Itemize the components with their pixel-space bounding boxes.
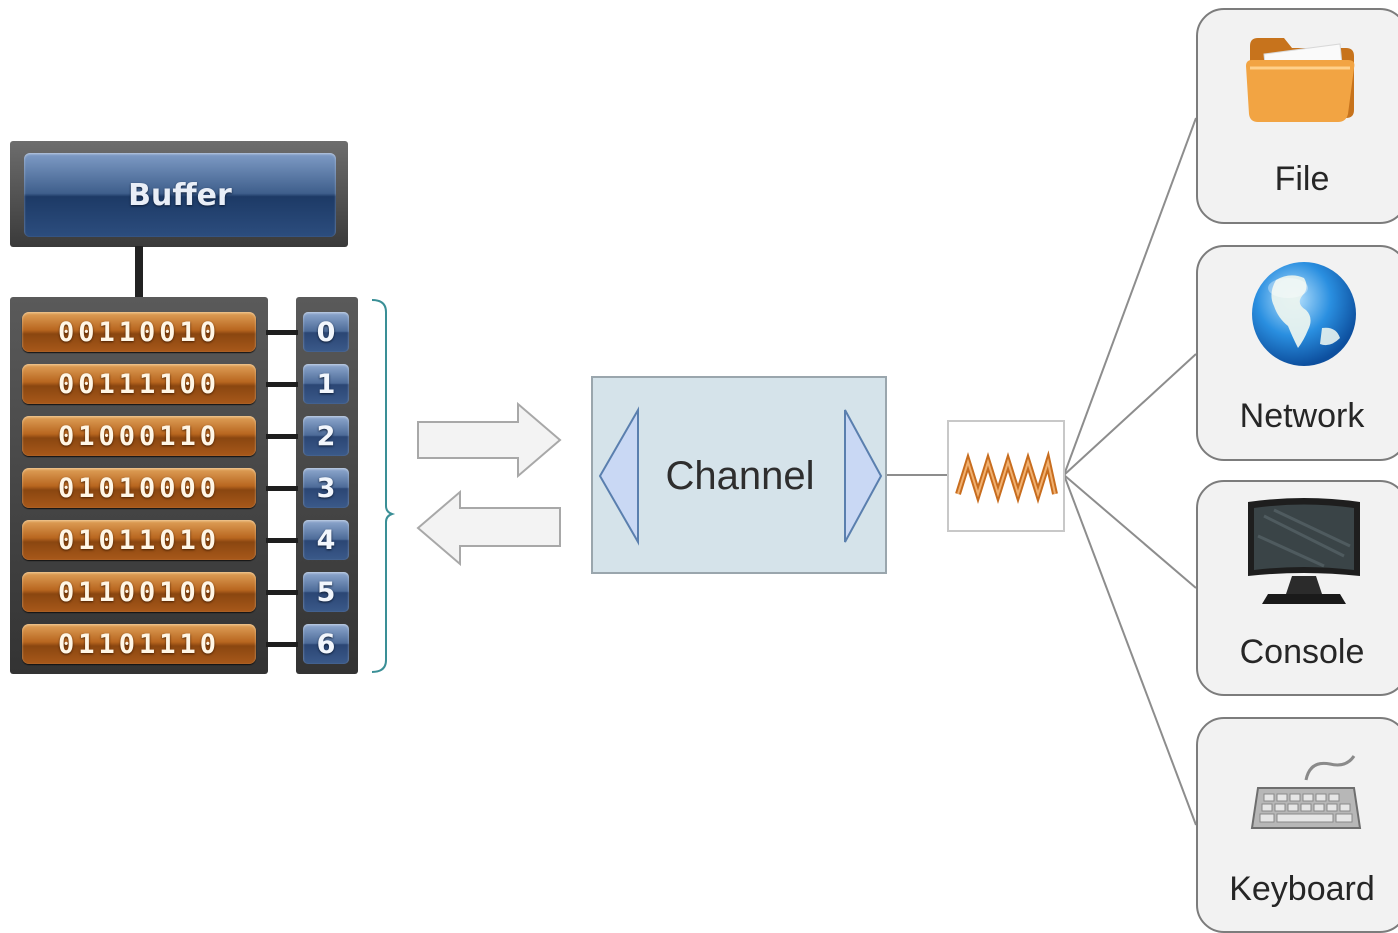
byte-cell-5: 01100100 (22, 572, 256, 612)
index-cell-2: 2 (303, 416, 349, 456)
keyboard-icon (1250, 755, 1362, 829)
globe-icon (1252, 262, 1356, 366)
byte-cell-4: 01011010 (22, 520, 256, 560)
bracket-brace (371, 299, 396, 673)
byte-cell-1: 00111100 (22, 364, 256, 404)
index-cell-4: 4 (303, 520, 349, 560)
arrow-right (417, 401, 562, 479)
monitor-icon (1248, 498, 1360, 604)
byte-cell-3: 01010000 (22, 468, 256, 508)
byte-connector-4 (266, 538, 298, 543)
device-label-file: File (1274, 159, 1330, 198)
channel-label: Channel (665, 453, 815, 498)
byte-connector-3 (266, 486, 298, 491)
index-cell-6: 6 (303, 624, 349, 664)
byte-connector-2 (266, 434, 298, 439)
index-cell-3: 3 (303, 468, 349, 508)
arrow-left (416, 489, 561, 567)
byte-cell-0: 00110010 (22, 312, 256, 352)
channel-box (591, 376, 887, 574)
device-label-console: Console (1239, 632, 1365, 671)
buffer-title: Buffer (24, 153, 336, 237)
byte-connector-1 (266, 382, 298, 387)
line-to-keyboard (1063, 474, 1197, 826)
byte-connector-6 (266, 642, 298, 647)
folder-icon (1246, 38, 1355, 122)
line-to-network (1063, 353, 1197, 476)
byte-cell-2: 01000110 (22, 416, 256, 456)
line-to-file (1063, 117, 1197, 476)
buffer-stem (135, 246, 143, 298)
byte-cell-6: 01101110 (22, 624, 256, 664)
byte-connector-0 (266, 330, 298, 335)
index-cell-0: 0 (303, 312, 349, 352)
device-label-network: Network (1239, 396, 1365, 435)
index-cell-5: 5 (303, 572, 349, 612)
line-to-console (1063, 474, 1197, 589)
byte-connector-5 (266, 590, 298, 595)
device-label-keyboard: Keyboard (1229, 869, 1375, 908)
index-cell-1: 1 (303, 364, 349, 404)
